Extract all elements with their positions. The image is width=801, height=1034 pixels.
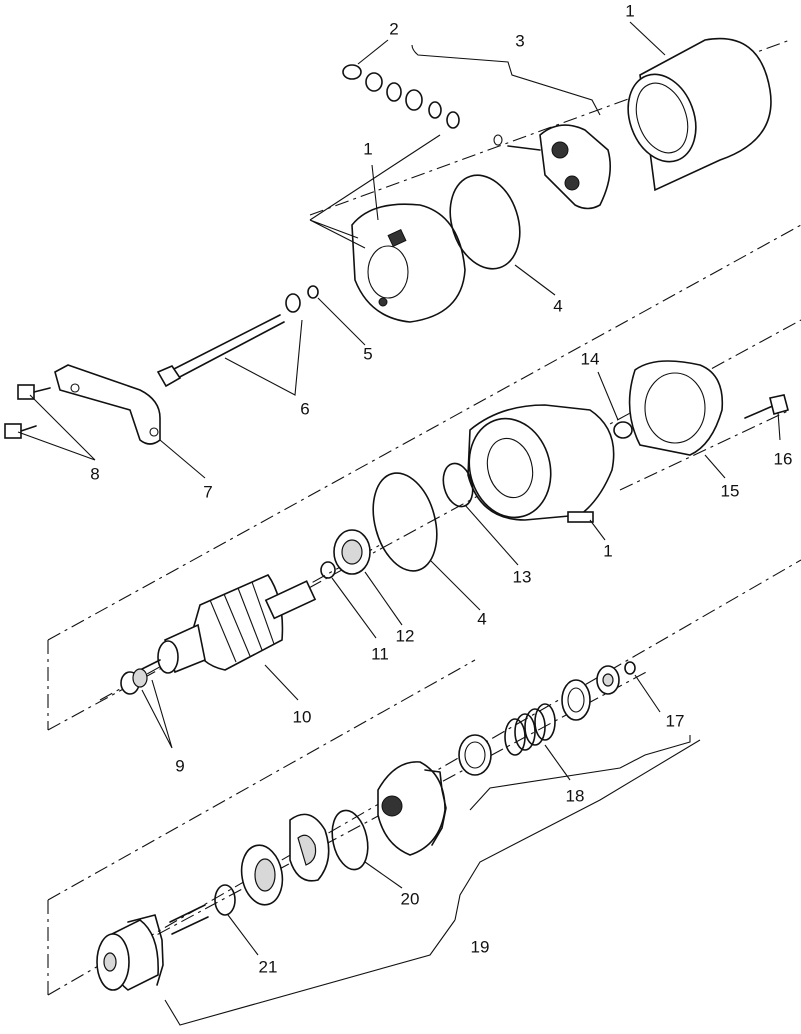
callout-9: 9 <box>175 756 184 775</box>
callout-18: 18 <box>566 786 585 805</box>
callout-21: 21 <box>259 957 278 976</box>
callout-5: 5 <box>363 344 372 363</box>
callout-10: 10 <box>293 707 312 726</box>
part-washer-14 <box>613 421 633 439</box>
callout-8: 8 <box>90 464 99 483</box>
part-stopper <box>289 813 330 882</box>
leader-lines <box>17 21 781 1026</box>
part-brush-holder <box>493 124 611 210</box>
part-bracket-bolts <box>4 384 51 439</box>
part-rear-cover <box>351 203 466 323</box>
part-front-housing <box>467 404 615 523</box>
part-circlip-21 <box>214 884 236 916</box>
part-bearing-12 <box>333 529 371 575</box>
callout-4-upper: 4 <box>553 296 562 315</box>
part-pinion-shaft <box>96 904 209 991</box>
part-spacer <box>458 734 492 776</box>
part-clutch-gear <box>377 761 447 856</box>
callout-16: 16 <box>774 449 793 468</box>
part-bolt-16 <box>744 394 789 419</box>
section-boundaries <box>47 39 801 996</box>
part-through-bolt <box>156 293 301 388</box>
part-spring-18 <box>504 703 556 756</box>
callout-6: 6 <box>300 399 309 418</box>
part-armature <box>129 573 317 676</box>
callout-1: 1 <box>625 1 634 20</box>
callout-7: 7 <box>203 482 212 501</box>
callout-3: 3 <box>515 31 524 50</box>
callout-19: 19 <box>471 937 490 956</box>
part-o-ring-13 <box>442 462 474 508</box>
callout-1-rear-cover: 1 <box>363 139 372 158</box>
callout-11: 11 <box>371 644 389 663</box>
callout-labels: 1 2 3 1 4 5 6 7 8 14 16 15 1 13 4 12 11 … <box>90 1 792 976</box>
part-o-ring-upper <box>449 174 521 270</box>
callout-13: 13 <box>513 567 532 586</box>
callout-2: 2 <box>389 19 398 38</box>
part-o-ring-lower <box>372 472 438 572</box>
callout-12: 12 <box>396 626 415 645</box>
part-gasket-15 <box>628 360 724 456</box>
callout-4-lower: 4 <box>477 609 486 628</box>
part-yoke-housing <box>627 37 772 192</box>
part-o-ring-20 <box>331 809 369 871</box>
part-circlip-11 <box>320 561 336 579</box>
callout-1-front-housing: 1 <box>603 541 612 560</box>
callout-14: 14 <box>581 349 600 368</box>
part-small-o-ring <box>307 285 319 299</box>
part-bracket <box>54 364 161 445</box>
callout-20: 20 <box>401 889 420 908</box>
part-collar <box>561 679 591 721</box>
part-circlip-17 <box>596 661 636 695</box>
part-thrust-washer <box>240 844 284 906</box>
part-washers-nuts <box>342 64 460 129</box>
callout-15: 15 <box>721 481 740 500</box>
callout-17: 17 <box>666 711 685 730</box>
part-terminal-9 <box>120 668 148 695</box>
